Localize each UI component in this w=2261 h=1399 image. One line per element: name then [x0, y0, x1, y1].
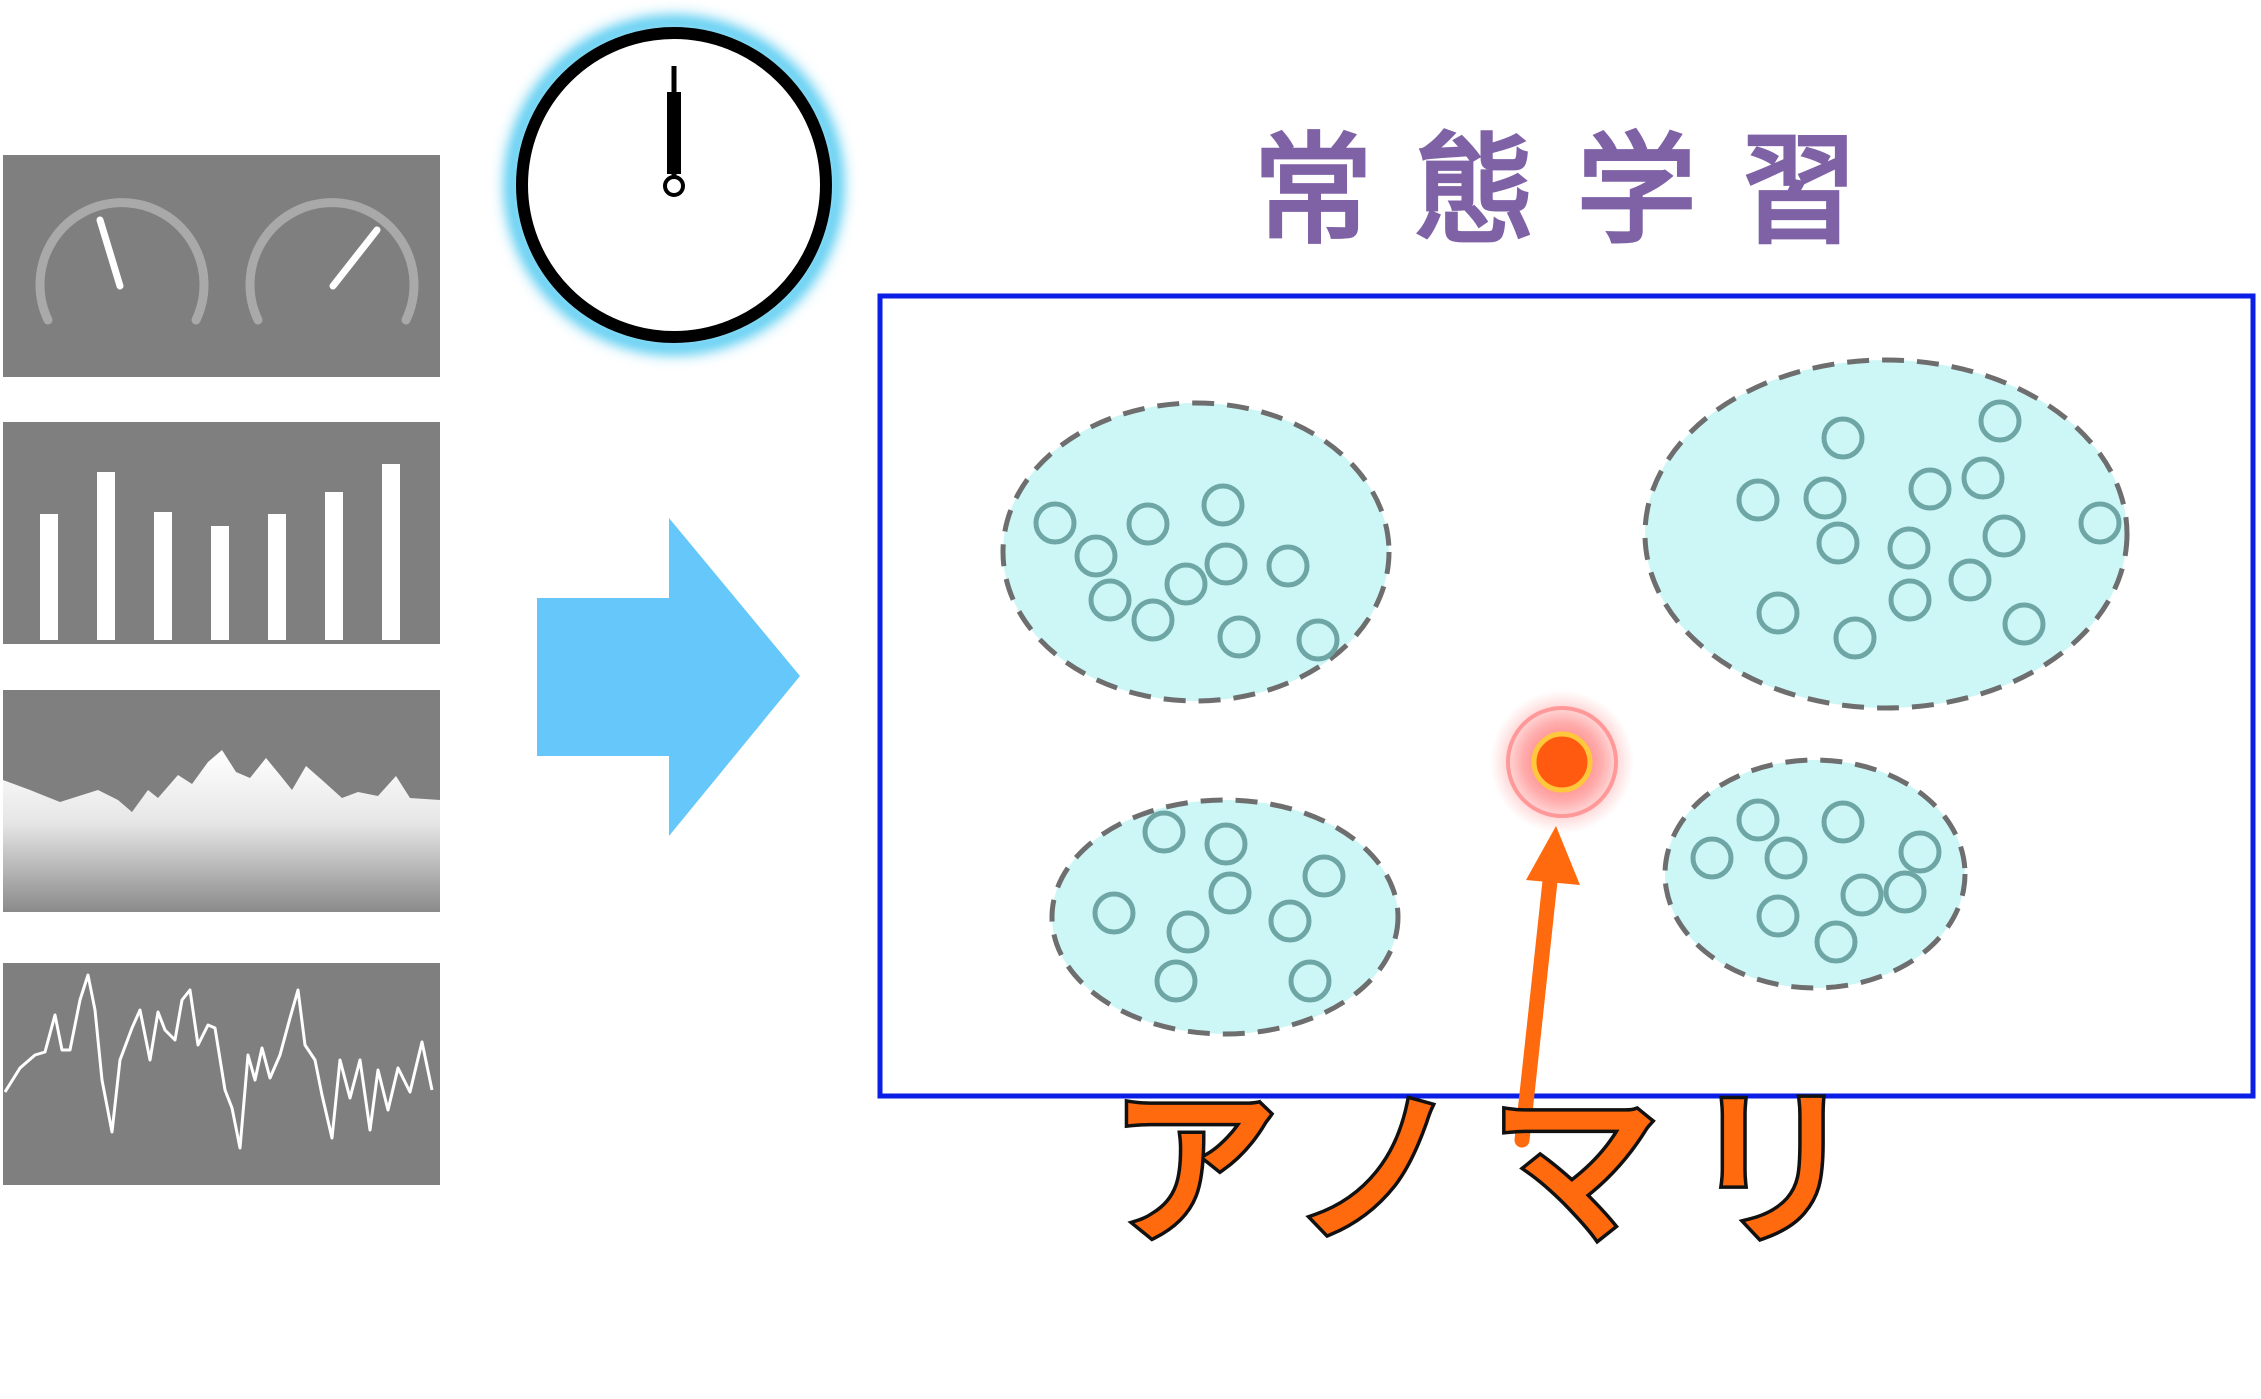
clock-icon [505, 16, 843, 354]
area-chart-panel-icon [3, 690, 440, 912]
diagram-title: 常 態 学 習 [1253, 122, 1858, 261]
waveform-panel-icon [3, 963, 440, 1185]
gauge-panel-icon [3, 155, 440, 377]
normal-cluster [1049, 797, 1401, 1037]
anomaly-arrow-icon [1514, 826, 1580, 1148]
bar-chart-panel-icon [3, 422, 440, 644]
normal-cluster [1000, 400, 1392, 704]
right-arrow-icon [537, 518, 800, 836]
normal-cluster [1642, 357, 2130, 711]
anomaly-label: アノマリ [1110, 1072, 1887, 1268]
normal-cluster [1662, 757, 1968, 991]
anomaly-point-icon [1490, 690, 1634, 834]
